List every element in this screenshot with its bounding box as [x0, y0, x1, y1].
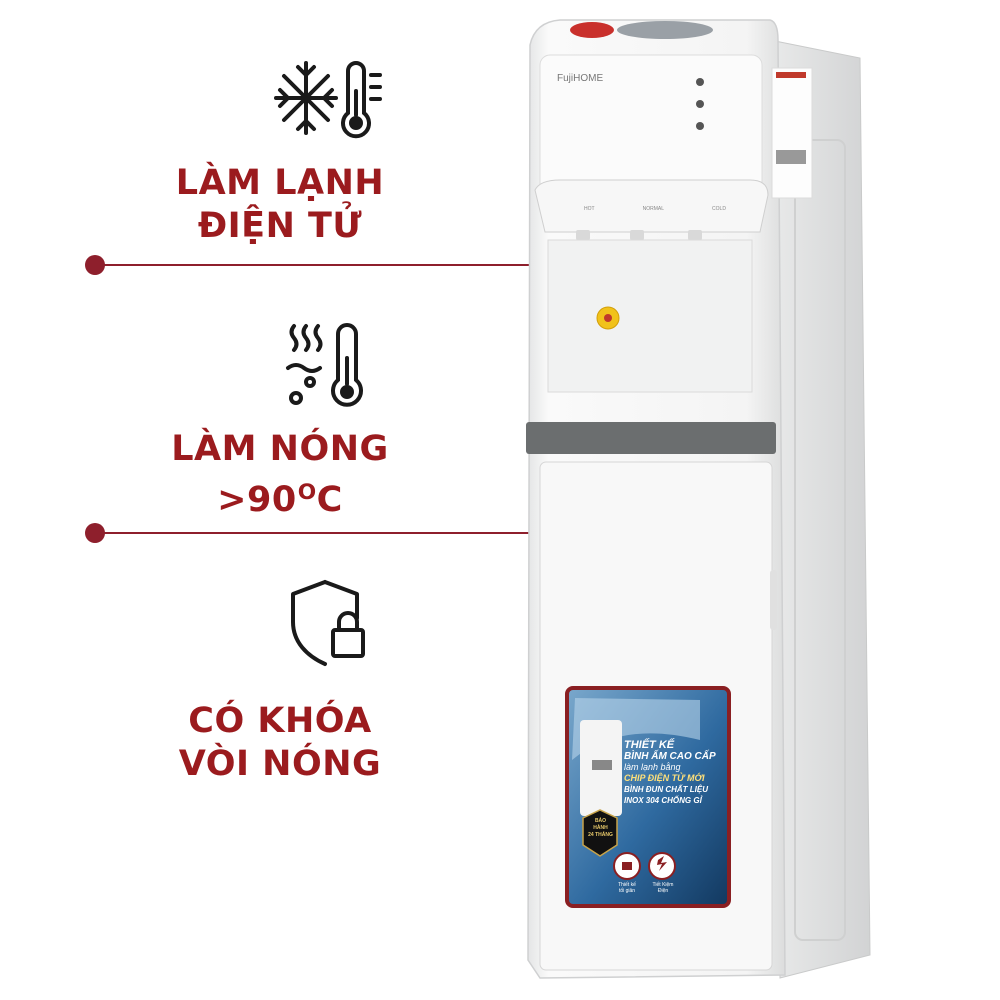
badge-left-line2: tối giản [618, 888, 636, 894]
badge-energy-saving: Tiết Kiệm Điện [646, 882, 680, 894]
sticker-line4: CHIP ĐIỆN TỬ MỚI [624, 773, 705, 783]
sticker-line6: INOX 304 CHỐNG GỈ [624, 796, 702, 805]
temperature-value: >90 [217, 479, 297, 520]
tap-label-hot: HOT [584, 206, 595, 212]
sticker-headline1: THIẾT KẾ [624, 739, 675, 751]
temperature-unit: C [316, 479, 343, 520]
tap-labels: HOT NORMAL COLD [560, 206, 750, 212]
feature-lock: CÓ KHÓA VÒI NÓNG [150, 700, 410, 786]
feature-heating-line1: LÀM NÓNG [171, 429, 389, 469]
feature-cooling-line1: LÀM LẠNH [175, 163, 385, 203]
badge-right-line1: Tiết Kiệm [652, 882, 674, 888]
divider-line [95, 264, 535, 266]
shield-lock-icon [291, 580, 365, 666]
warranty-badge: BẢO HÀNH 24 THÁNG [584, 818, 617, 839]
tap-label-normal: NORMAL [642, 206, 665, 212]
sticker-headline2: BÌNH ẤM CAO CẤP [624, 751, 716, 762]
feature-heating: LÀM NÓNG >90OC [150, 428, 410, 522]
feature-lock-line1: CÓ KHÓA [188, 701, 372, 741]
badge-minimal-design: Thiết kế tối giản [611, 882, 643, 894]
promo-sticker-text: THIẾT KẾ BÌNH ẤM CAO CẤP làm lạnh bằng C… [624, 740, 728, 806]
snowflake-thermometer-icon [274, 61, 382, 139]
feature-cooling: LÀM LẠNH ĐIỆN TỬ [150, 162, 410, 248]
warranty-line1: BẢO [594, 818, 607, 824]
degree-sign: O [297, 480, 317, 505]
warranty-line3: 24 THÁNG [588, 832, 613, 838]
feature-cooling-line2: ĐIỆN TỬ [197, 206, 363, 246]
divider-line [95, 532, 535, 534]
feature-heating-line2: >90OC [150, 471, 410, 522]
warranty-line2: HÀNH [593, 825, 608, 831]
sticker-line3: làm lạnh bằng [624, 762, 681, 772]
feature-lock-line2: VÒI NÓNG [178, 744, 382, 784]
tap-label-cold: COLD [712, 206, 726, 212]
sticker-line5: BÌNH ĐUN CHẤT LIỆU [624, 785, 708, 794]
badge-right-line2: Điện [657, 888, 669, 894]
badge-left-line1: Thiết kế [618, 882, 636, 888]
brand-logo: FujiHOME [557, 73, 604, 84]
heat-thermometer-icon [286, 323, 363, 407]
